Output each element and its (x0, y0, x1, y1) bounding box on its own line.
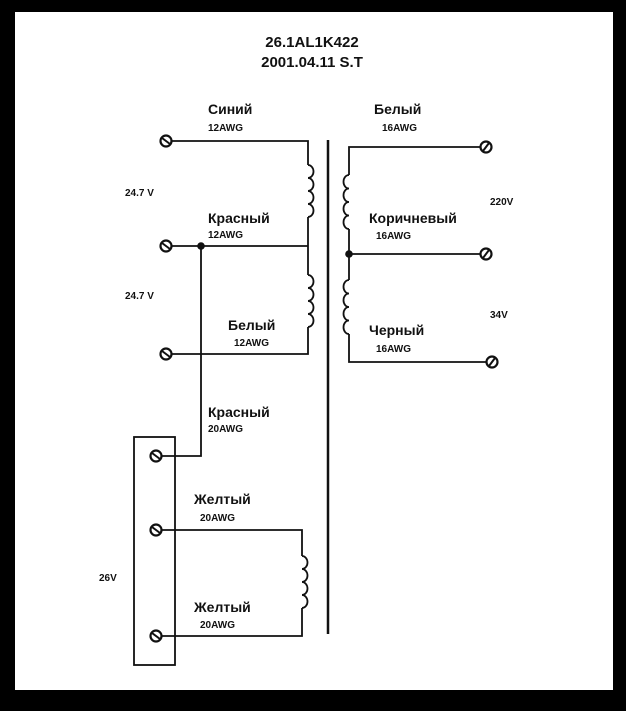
junction-dot (345, 250, 353, 258)
label-blue-gauge: 12AWG (208, 123, 243, 134)
screw-terminal-icon (149, 449, 163, 463)
coil-winding (307, 164, 315, 218)
aux-wiring (133, 436, 303, 666)
label-red-aux: Красный (208, 404, 270, 420)
label-yellow-2-gauge: 20AWG (200, 620, 235, 631)
wire-black (348, 334, 486, 363)
coil-winding (342, 174, 350, 230)
coil-winding (301, 555, 309, 609)
label-blue: Синий (208, 101, 252, 117)
label-brown: Коричневый (369, 210, 457, 226)
screw-terminal-icon (149, 523, 163, 537)
voltage-primary-2: 24.7 V (125, 291, 154, 302)
label-black: Черный (369, 322, 424, 338)
screw-terminal-icon (159, 239, 173, 253)
coil-winding (342, 279, 350, 335)
label-white-gauge: 12AWG (234, 338, 269, 349)
label-yellow-1: Желтый (193, 491, 251, 507)
label-white-secondary-gauge: 16AWG (382, 123, 417, 134)
secondary-wiring (345, 146, 486, 363)
label-red-gauge: 12AWG (208, 230, 243, 241)
title-line-2: 2001.04.11 S.T (261, 54, 363, 71)
wire-yellow-2 (162, 608, 303, 637)
label-yellow-1-gauge: 20AWG (200, 513, 235, 524)
coil-winding (307, 274, 315, 328)
terminal-block (133, 436, 176, 666)
label-black-gauge: 16AWG (376, 344, 411, 355)
label-white-secondary: Белый (374, 101, 421, 117)
screw-terminal-icon (159, 347, 173, 361)
voltage-primary-1: 24.7 V (125, 188, 154, 199)
screw-terminal-icon (479, 140, 493, 154)
wire-white-16 (348, 146, 480, 175)
label-brown-gauge: 16AWG (376, 231, 411, 242)
wire-yellow-1 (162, 529, 303, 556)
wire-blue (172, 140, 309, 165)
label-white: Белый (228, 317, 275, 333)
voltage-220: 220V (490, 197, 514, 208)
screw-terminal-icon (159, 134, 173, 148)
screw-terminal-icon (485, 355, 499, 369)
label-red-aux-gauge: 20AWG (208, 424, 243, 435)
wire-white (172, 327, 309, 355)
label-red: Красный (208, 210, 270, 226)
voltage-34: 34V (490, 310, 508, 321)
screw-terminal-icon (479, 247, 493, 261)
title-line-1: 26.1AL1K422 (265, 34, 358, 51)
voltage-26: 26V (99, 573, 117, 584)
diagram-sheet (15, 12, 613, 690)
junction-dot (197, 242, 205, 250)
screw-terminal-icon (149, 629, 163, 643)
label-yellow-2: Желтый (193, 599, 251, 615)
